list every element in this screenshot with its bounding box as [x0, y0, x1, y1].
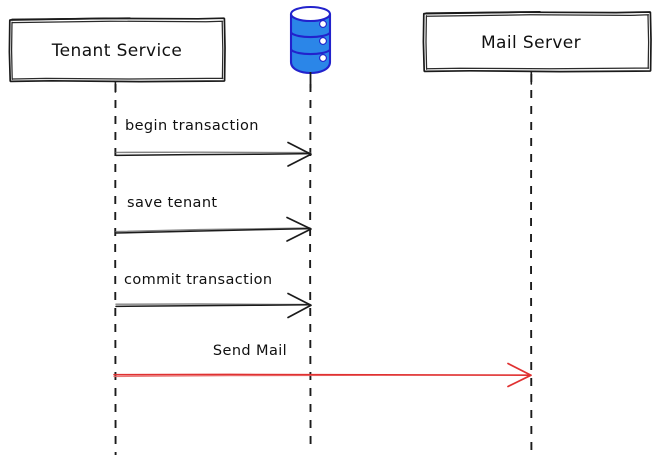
participant-label-tenant-service: Tenant Service — [51, 41, 182, 61]
message-label-begin-transaction: begin transaction — [125, 118, 259, 134]
message-line-commit-transaction — [115, 304, 311, 308]
message-arrowhead-commit-transaction — [287, 292, 312, 319]
message-arrowhead-send-mail — [507, 362, 532, 388]
message-commit-transaction[interactable]: commit transaction — [115, 272, 312, 319]
mail-server-box-outline-2 — [425, 14, 650, 70]
message-label-save-tenant: save tenant — [127, 195, 218, 211]
message-label-commit-transaction: commit transaction — [124, 272, 273, 288]
database-port-dot-3 — [319, 54, 327, 62]
message-begin-transaction[interactable]: begin transaction — [115, 118, 312, 167]
database-band-2 — [290, 48, 331, 56]
mail-server-box-outline — [422, 11, 652, 73]
message-label-send-mail: Send Mail — [213, 343, 287, 359]
participant-mail-server[interactable]: Mail Server — [422, 11, 652, 85]
participant-tenant-service[interactable]: Tenant Service — [8, 17, 226, 93]
mail-server-box-accent — [425, 11, 541, 15]
tenant-service-box-outline — [8, 17, 226, 83]
tenant-service-box-fill — [9, 17, 225, 82]
lifeline-database — [309, 83, 312, 453]
database-top-ellipse — [289, 5, 332, 23]
mail-server-box-fill — [423, 11, 651, 72]
database-band-1 — [290, 31, 331, 39]
participant-label-mail-server: Mail Server — [481, 33, 581, 53]
message-save-tenant[interactable]: save tenant — [115, 195, 312, 242]
tenant-service-box-accent — [11, 17, 131, 21]
participant-database[interactable] — [289, 5, 332, 88]
tenant-service-box-outline-2 — [10, 20, 224, 81]
message-line-save-tenant — [115, 227, 311, 234]
message-arrowhead-save-tenant — [286, 216, 312, 242]
message-line-send-mail — [113, 373, 531, 376]
message-send-mail[interactable]: Send Mail — [113, 343, 532, 388]
database-port-dot-2 — [319, 37, 327, 45]
message-line-begin-transaction — [115, 152, 311, 157]
database-port-dot-1 — [319, 20, 327, 28]
lifelines-group — [114, 73, 533, 456]
message-arrowhead-begin-transaction — [287, 141, 312, 167]
database-icon — [289, 5, 332, 75]
